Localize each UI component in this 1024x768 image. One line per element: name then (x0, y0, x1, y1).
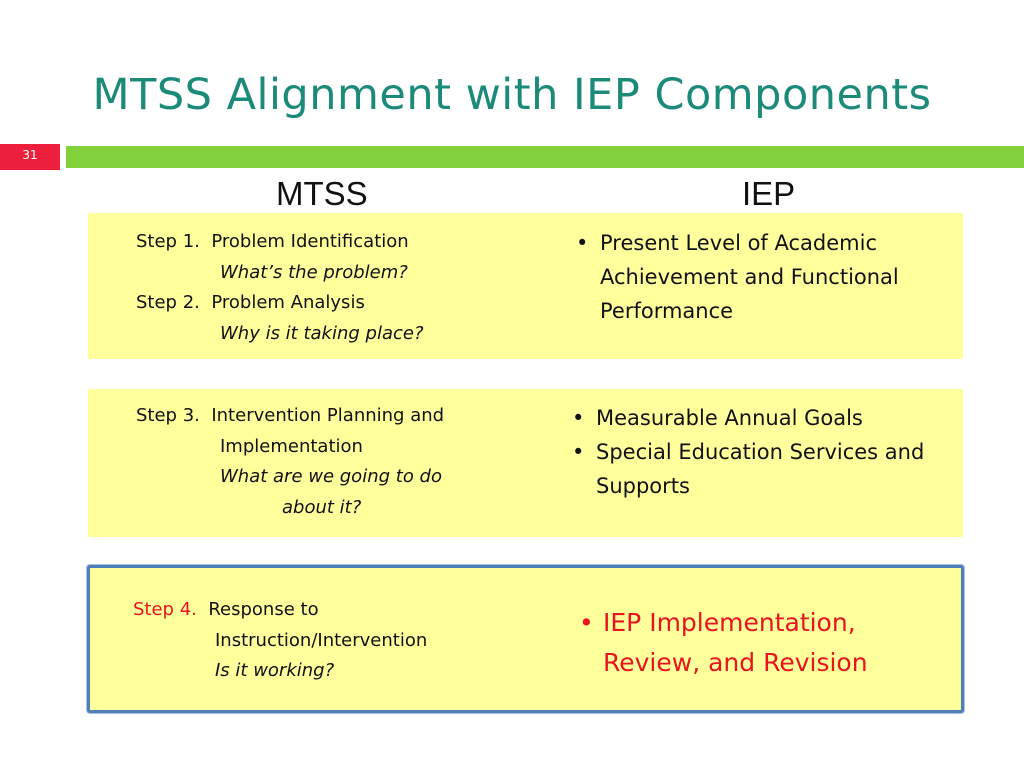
step-1-label: Step 1. (136, 231, 200, 252)
alignment-row-3-highlighted: Step 4. Response to Instruction/Interven… (87, 565, 964, 713)
slide-number-badge: 31 (0, 144, 60, 170)
iep-item: Present Level of Academic Achievement an… (574, 226, 934, 328)
iep-item: IEP Implementation, Review, and Revision (577, 603, 907, 683)
iep-components-3: IEP Implementation, Review, and Revision (577, 603, 907, 683)
step-2-label: Step 2. (136, 292, 200, 313)
slide-title: MTSS Alignment with IEP Components (92, 70, 932, 120)
iep-item: Special Education Services and Supports (570, 435, 950, 503)
step-3-label: Step 3. (136, 405, 200, 426)
step-2-name: Problem Analysis (211, 292, 365, 313)
step-3-question: What are we going to do (220, 466, 442, 487)
mtss-step-4: Step 4. Response to Instruction/Interven… (133, 595, 427, 687)
iep-item: Measurable Annual Goals (570, 401, 950, 435)
step-4-name-cont: Instruction/Intervention (215, 629, 428, 651)
step-2-question: Why is it taking place? (220, 322, 424, 344)
alignment-row-1: Step 1. Problem Identification What’s th… (88, 213, 963, 359)
step-4-name: Response to (208, 599, 319, 620)
column-header-iep: IEP (742, 175, 796, 212)
step-1-line: Step 1. Problem Identification (136, 227, 424, 258)
step-2-line: Step 2. Problem Analysis (136, 288, 424, 319)
step-3-name: Intervention Planning and (211, 405, 445, 426)
step-1-name: Problem Identification (211, 231, 409, 252)
step-4-line: Step 4. Response to (133, 595, 427, 626)
step-4-question: Is it working? (215, 660, 335, 681)
step-3-question-cont: about it? (282, 496, 362, 518)
accent-bar (66, 146, 1024, 168)
mtss-step-3: Step 3. Intervention Planning and Implem… (136, 401, 444, 523)
step-4-label: Step 4. (133, 599, 197, 620)
iep-components-1: Present Level of Academic Achievement an… (574, 226, 934, 328)
iep-components-2: Measurable Annual Goals Special Educatio… (570, 401, 950, 503)
step-3-name-cont: Implementation (220, 435, 363, 457)
mtss-steps-1-2: Step 1. Problem Identification What’s th… (136, 227, 424, 349)
alignment-row-2: Step 3. Intervention Planning and Implem… (88, 389, 963, 537)
step-3-line: Step 3. Intervention Planning and (136, 401, 444, 432)
step-1-question: What’s the problem? (220, 261, 408, 283)
column-header-mtss: MTSS (276, 175, 368, 212)
